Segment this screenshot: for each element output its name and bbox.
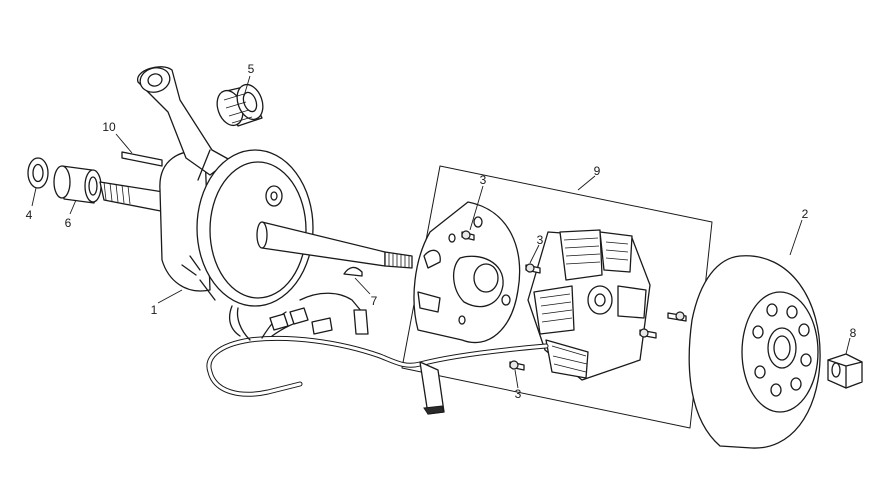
part-wiring-harness xyxy=(206,292,549,415)
part-nut xyxy=(827,353,863,389)
leader-lines xyxy=(31,75,851,389)
callout-8: 8 xyxy=(850,326,857,340)
callout-5: 5 xyxy=(248,62,255,76)
part-screw-d xyxy=(667,311,687,322)
part-stator-plate xyxy=(413,201,521,344)
callout-1: 1 xyxy=(151,303,158,317)
part-screw-a xyxy=(461,230,475,241)
part-screw-b xyxy=(525,263,541,274)
callout-labels: 4 6 10 5 1 7 3 3 3 9 2 8 xyxy=(26,62,857,401)
callout-9: 9 xyxy=(594,164,601,178)
part-stator-coils xyxy=(527,229,651,381)
part-screw-e xyxy=(639,328,657,339)
callout-2: 2 xyxy=(802,207,809,221)
part-bushing xyxy=(53,165,102,204)
callout-4: 4 xyxy=(26,208,33,222)
part-washer xyxy=(27,157,49,189)
part-needle-bearing xyxy=(216,83,264,127)
callout-10: 10 xyxy=(102,120,116,134)
part-key xyxy=(121,151,163,167)
part-woodruff-key xyxy=(343,266,363,277)
callout-6: 6 xyxy=(65,216,72,230)
callout-3-bottom: 3 xyxy=(515,387,522,401)
part-rotor xyxy=(688,255,821,449)
callout-3-top: 3 xyxy=(480,173,487,187)
part-crankshaft xyxy=(99,66,413,307)
callout-3-middle: 3 xyxy=(537,233,544,247)
part-screw-c xyxy=(509,360,525,371)
callout-7: 7 xyxy=(371,294,378,308)
